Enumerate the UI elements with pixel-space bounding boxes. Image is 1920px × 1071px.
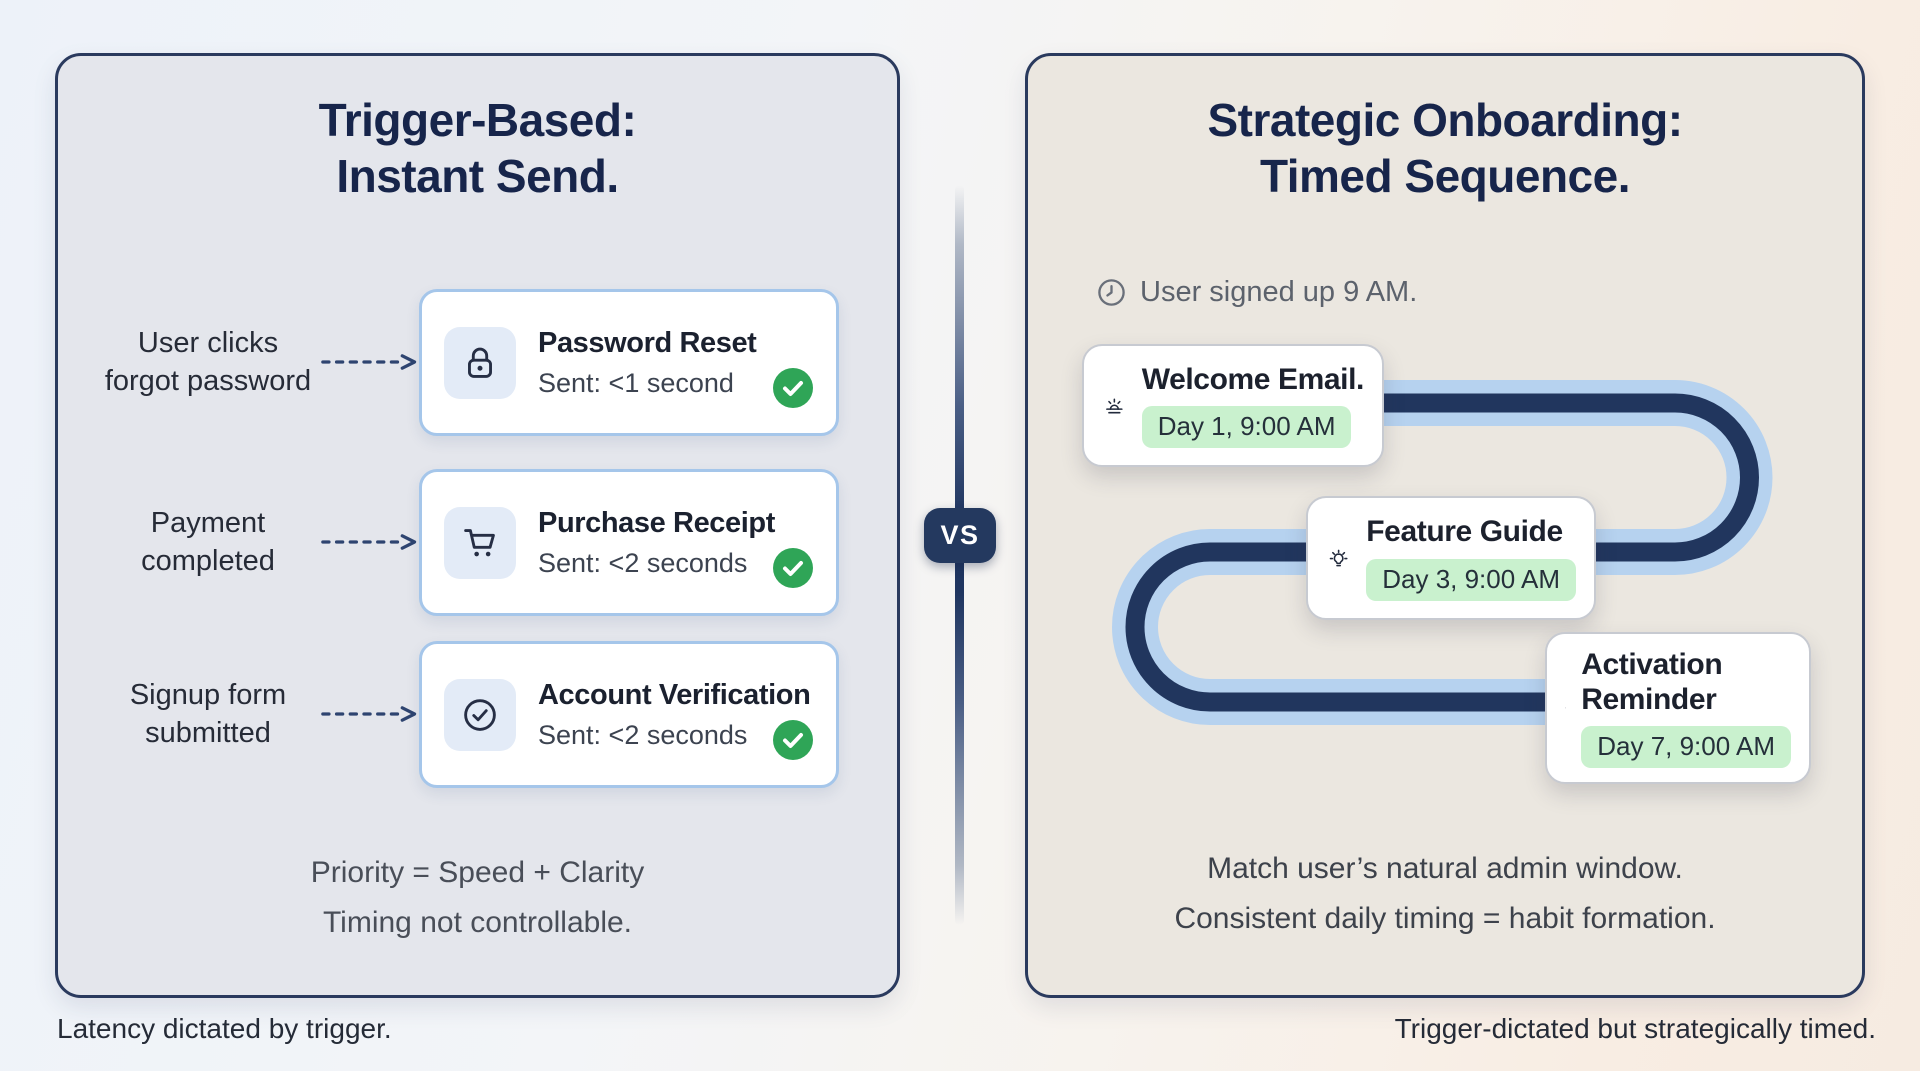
trigger-label-signup: Signup form submitted [83, 641, 333, 788]
check-circle-icon [773, 368, 813, 408]
event-card-title: Purchase Receipt [538, 506, 775, 539]
title-line-2: Instant Send. [336, 150, 619, 203]
title-line-1: Trigger-Based: [318, 94, 637, 146]
event-card-text: Purchase Receipt Sent: <2 seconds [538, 507, 775, 579]
icon-tile [444, 678, 516, 751]
signup-note-text: User signed up 9 AM. [1140, 276, 1418, 308]
step-card-activation-reminder: Activation Reminder Day 7, 9:00 AM [1545, 632, 1811, 784]
check-circle-icon [773, 548, 813, 588]
trigger-based-panel: Trigger-Based: Instant Send. User clicks… [55, 53, 900, 998]
trigger-label-line: submitted [145, 716, 271, 749]
event-card-subtitle: Sent: <2 seconds [538, 719, 748, 750]
cart-icon [464, 528, 495, 556]
title-line-2: Timed Sequence. [1259, 150, 1631, 203]
trigger-label-line: Payment [150, 506, 266, 539]
clock-icon [1098, 279, 1125, 306]
strategic-onboarding-panel: Strategic Onboarding: Timed Sequence. Us… [1025, 53, 1865, 998]
step-title: Activation Reminder [1581, 648, 1723, 716]
lock-icon [468, 347, 492, 378]
left-footer-note: Latency dictated by trigger. [57, 1013, 392, 1044]
signup-note: User signed up 9 AM. [1096, 276, 1417, 309]
step-title: Feature Guide [1366, 515, 1563, 549]
step-schedule-badge: Day 3, 9:00 AM [1366, 558, 1576, 601]
event-card-subtitle: Sent: <2 seconds [538, 547, 748, 578]
event-card-title: Account Verification [538, 678, 811, 711]
event-card-subtitle: Sent: <1 second [538, 367, 734, 398]
trigger-based-title: Trigger-Based: Instant Send. [58, 92, 897, 204]
right-footer-note: Trigger-dictated but strategically timed… [1394, 1013, 1876, 1044]
left-panel-summary: Priority = Speed + Clarity Timing not co… [58, 848, 897, 947]
event-card-text: Account Verification Sent: <2 seconds [538, 678, 811, 751]
lightbulb-icon [1329, 549, 1348, 567]
summary-line: Match user’s natural admin window. [1207, 852, 1683, 885]
event-card-purchase-receipt: Purchase Receipt Sent: <2 seconds [419, 469, 839, 616]
dashed-arrow-icon [321, 354, 417, 370]
event-card-title: Password Reset [538, 326, 757, 359]
step-card-welcome-email: Welcome Email. Day 1, 9:00 AM [1082, 344, 1384, 467]
title-line-1: Strategic Onboarding: [1207, 94, 1683, 146]
dashed-arrow-icon [321, 706, 417, 722]
summary-line: Timing not controllable. [322, 905, 633, 939]
dashed-arrow-icon [321, 534, 417, 550]
event-card-password-reset: Password Reset Sent: <1 second [419, 289, 839, 436]
trigger-label-payment: Payment completed [83, 469, 333, 616]
trigger-label-line: completed [141, 544, 275, 577]
trigger-label-line: forgot password [104, 364, 312, 397]
check-circle-icon [773, 720, 813, 760]
step-card-feature-guide: Feature Guide Day 3, 9:00 AM [1306, 496, 1596, 620]
vs-badge: VS [924, 508, 996, 563]
summary-line: Consistent daily timing = habit formatio… [1174, 901, 1716, 935]
event-card-text: Password Reset Sent: <1 second [538, 326, 757, 399]
event-card-account-verification: Account Verification Sent: <2 seconds [419, 641, 839, 788]
right-panel-summary: Match user’s natural admin window. Consi… [1028, 844, 1862, 943]
strategic-onboarding-title: Strategic Onboarding: Timed Sequence. [1028, 92, 1862, 204]
verified-icon [464, 698, 496, 731]
sunrise-icon [1106, 398, 1123, 413]
trigger-label-line: Signup form [129, 678, 287, 711]
step-schedule-badge: Day 1, 9:00 AM [1141, 406, 1352, 449]
step-text: Activation Reminder Day 7, 9:00 AM [1581, 648, 1791, 768]
step-schedule-badge: Day 7, 9:00 AM [1581, 726, 1791, 768]
icon-tile [444, 326, 516, 399]
bell-icon [1565, 707, 1566, 709]
summary-line: Priority = Speed + Clarity [310, 856, 645, 889]
step-text: Feature Guide Day 3, 9:00 AM [1366, 515, 1576, 601]
step-text: Welcome Email. Day 1, 9:00 AM [1141, 362, 1365, 449]
step-title: Welcome Email. [1141, 362, 1365, 396]
trigger-label-line: User clicks [137, 326, 279, 359]
trigger-label-forgot-password: User clicks forgot password [83, 289, 333, 436]
icon-tile [444, 506, 516, 579]
